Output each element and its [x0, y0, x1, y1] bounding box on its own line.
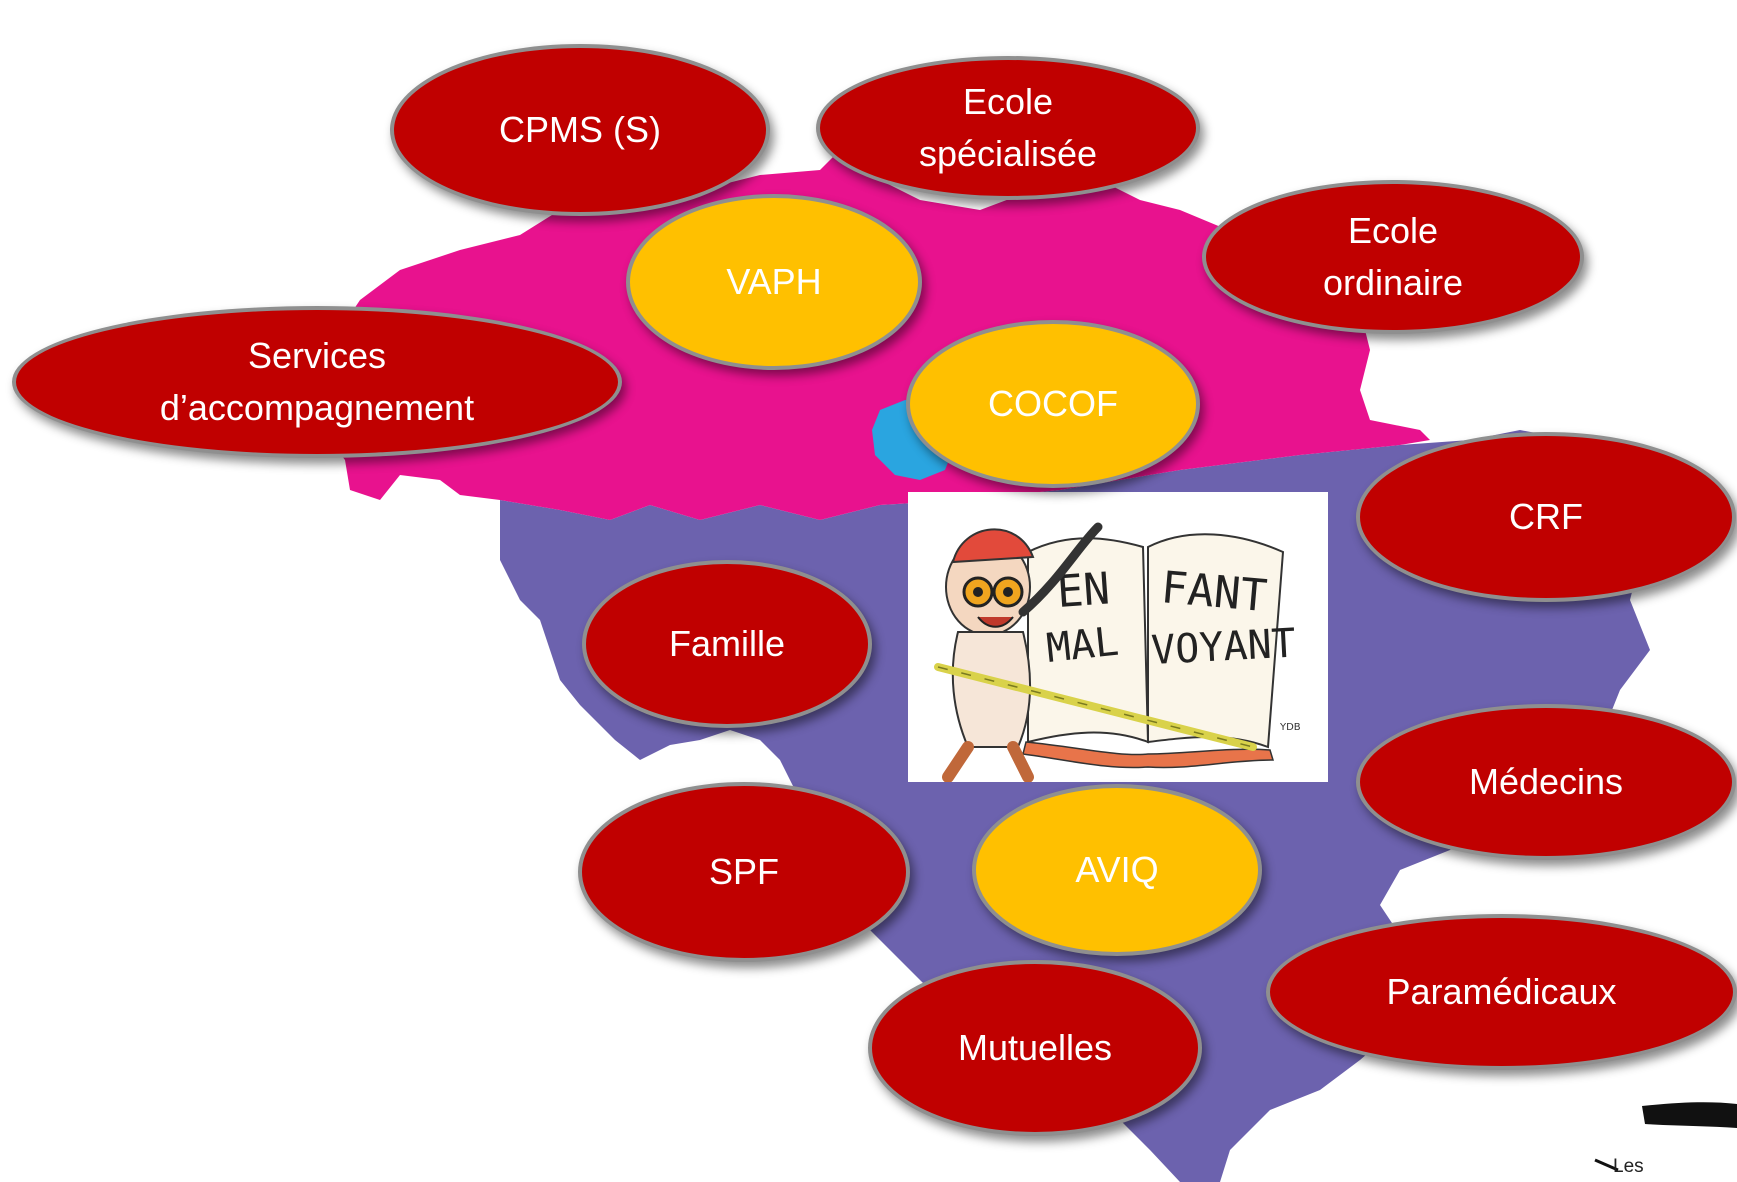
- logo-text-mal: MAL: [1044, 619, 1121, 672]
- bubble-ecole-ordinaire: Ecole ordinaire: [1202, 180, 1584, 334]
- bubble-spf: SPF: [578, 782, 910, 962]
- bubble-label: CPMS (S): [499, 108, 661, 150]
- bubble-label: Services d’accompagnement: [159, 334, 475, 428]
- bubble-label: AVIQ: [1075, 848, 1159, 890]
- bubble-label: Médecins: [1468, 760, 1624, 802]
- bubble-famille: Famille: [582, 560, 872, 728]
- bubble-label: Mutuelles: [957, 1026, 1113, 1068]
- bubble-cpms: CPMS (S): [390, 44, 770, 216]
- bubble-cocof: COCOF: [906, 320, 1200, 488]
- character-mouth: [977, 616, 1014, 628]
- logo-signature: YDB: [1279, 722, 1301, 733]
- bubble-mutuelles: Mutuelles: [868, 960, 1202, 1136]
- bubble-crf: CRF: [1356, 432, 1736, 602]
- logo-text-voyant: VOYANT: [1150, 620, 1297, 673]
- bubble-label: VAPH: [726, 260, 822, 302]
- bubble-label: CRF: [1509, 495, 1583, 537]
- character-legs: [942, 741, 1034, 783]
- enfant-malvoyant-logo: EN FANT MAL VOYANT YDB: [908, 492, 1328, 783]
- footer-fragment-text: Les: [1613, 1156, 1644, 1177]
- character-cap: [951, 528, 1035, 564]
- bubble-label: SPF: [708, 850, 779, 892]
- bubble-services-accompagnement: Services d’accompagnement: [12, 306, 622, 458]
- bubble-label: Famille: [668, 622, 785, 664]
- book-cover-edge: [1022, 741, 1275, 769]
- bubble-aviq: AVIQ: [972, 784, 1262, 956]
- bubble-medecins: Médecins: [1356, 704, 1736, 860]
- character-arm-raised: [1018, 522, 1103, 617]
- bubble-label: Paramédicaux: [1386, 970, 1617, 1012]
- footer-logo-fragment: [1594, 1102, 1737, 1172]
- bubble-vaph: VAPH: [626, 194, 922, 370]
- logo-text-fant: FANT: [1159, 562, 1269, 622]
- bubble-label: COCOF: [988, 382, 1118, 424]
- bubble-ecole-specialisee: Ecole spécialisée: [816, 56, 1200, 200]
- bubble-label: Ecole spécialisée: [918, 80, 1098, 174]
- bubble-label: Ecole ordinaire: [1322, 209, 1464, 303]
- book-right-page: [1147, 533, 1285, 749]
- bubble-paramedicaux: Paramédicaux: [1266, 914, 1737, 1070]
